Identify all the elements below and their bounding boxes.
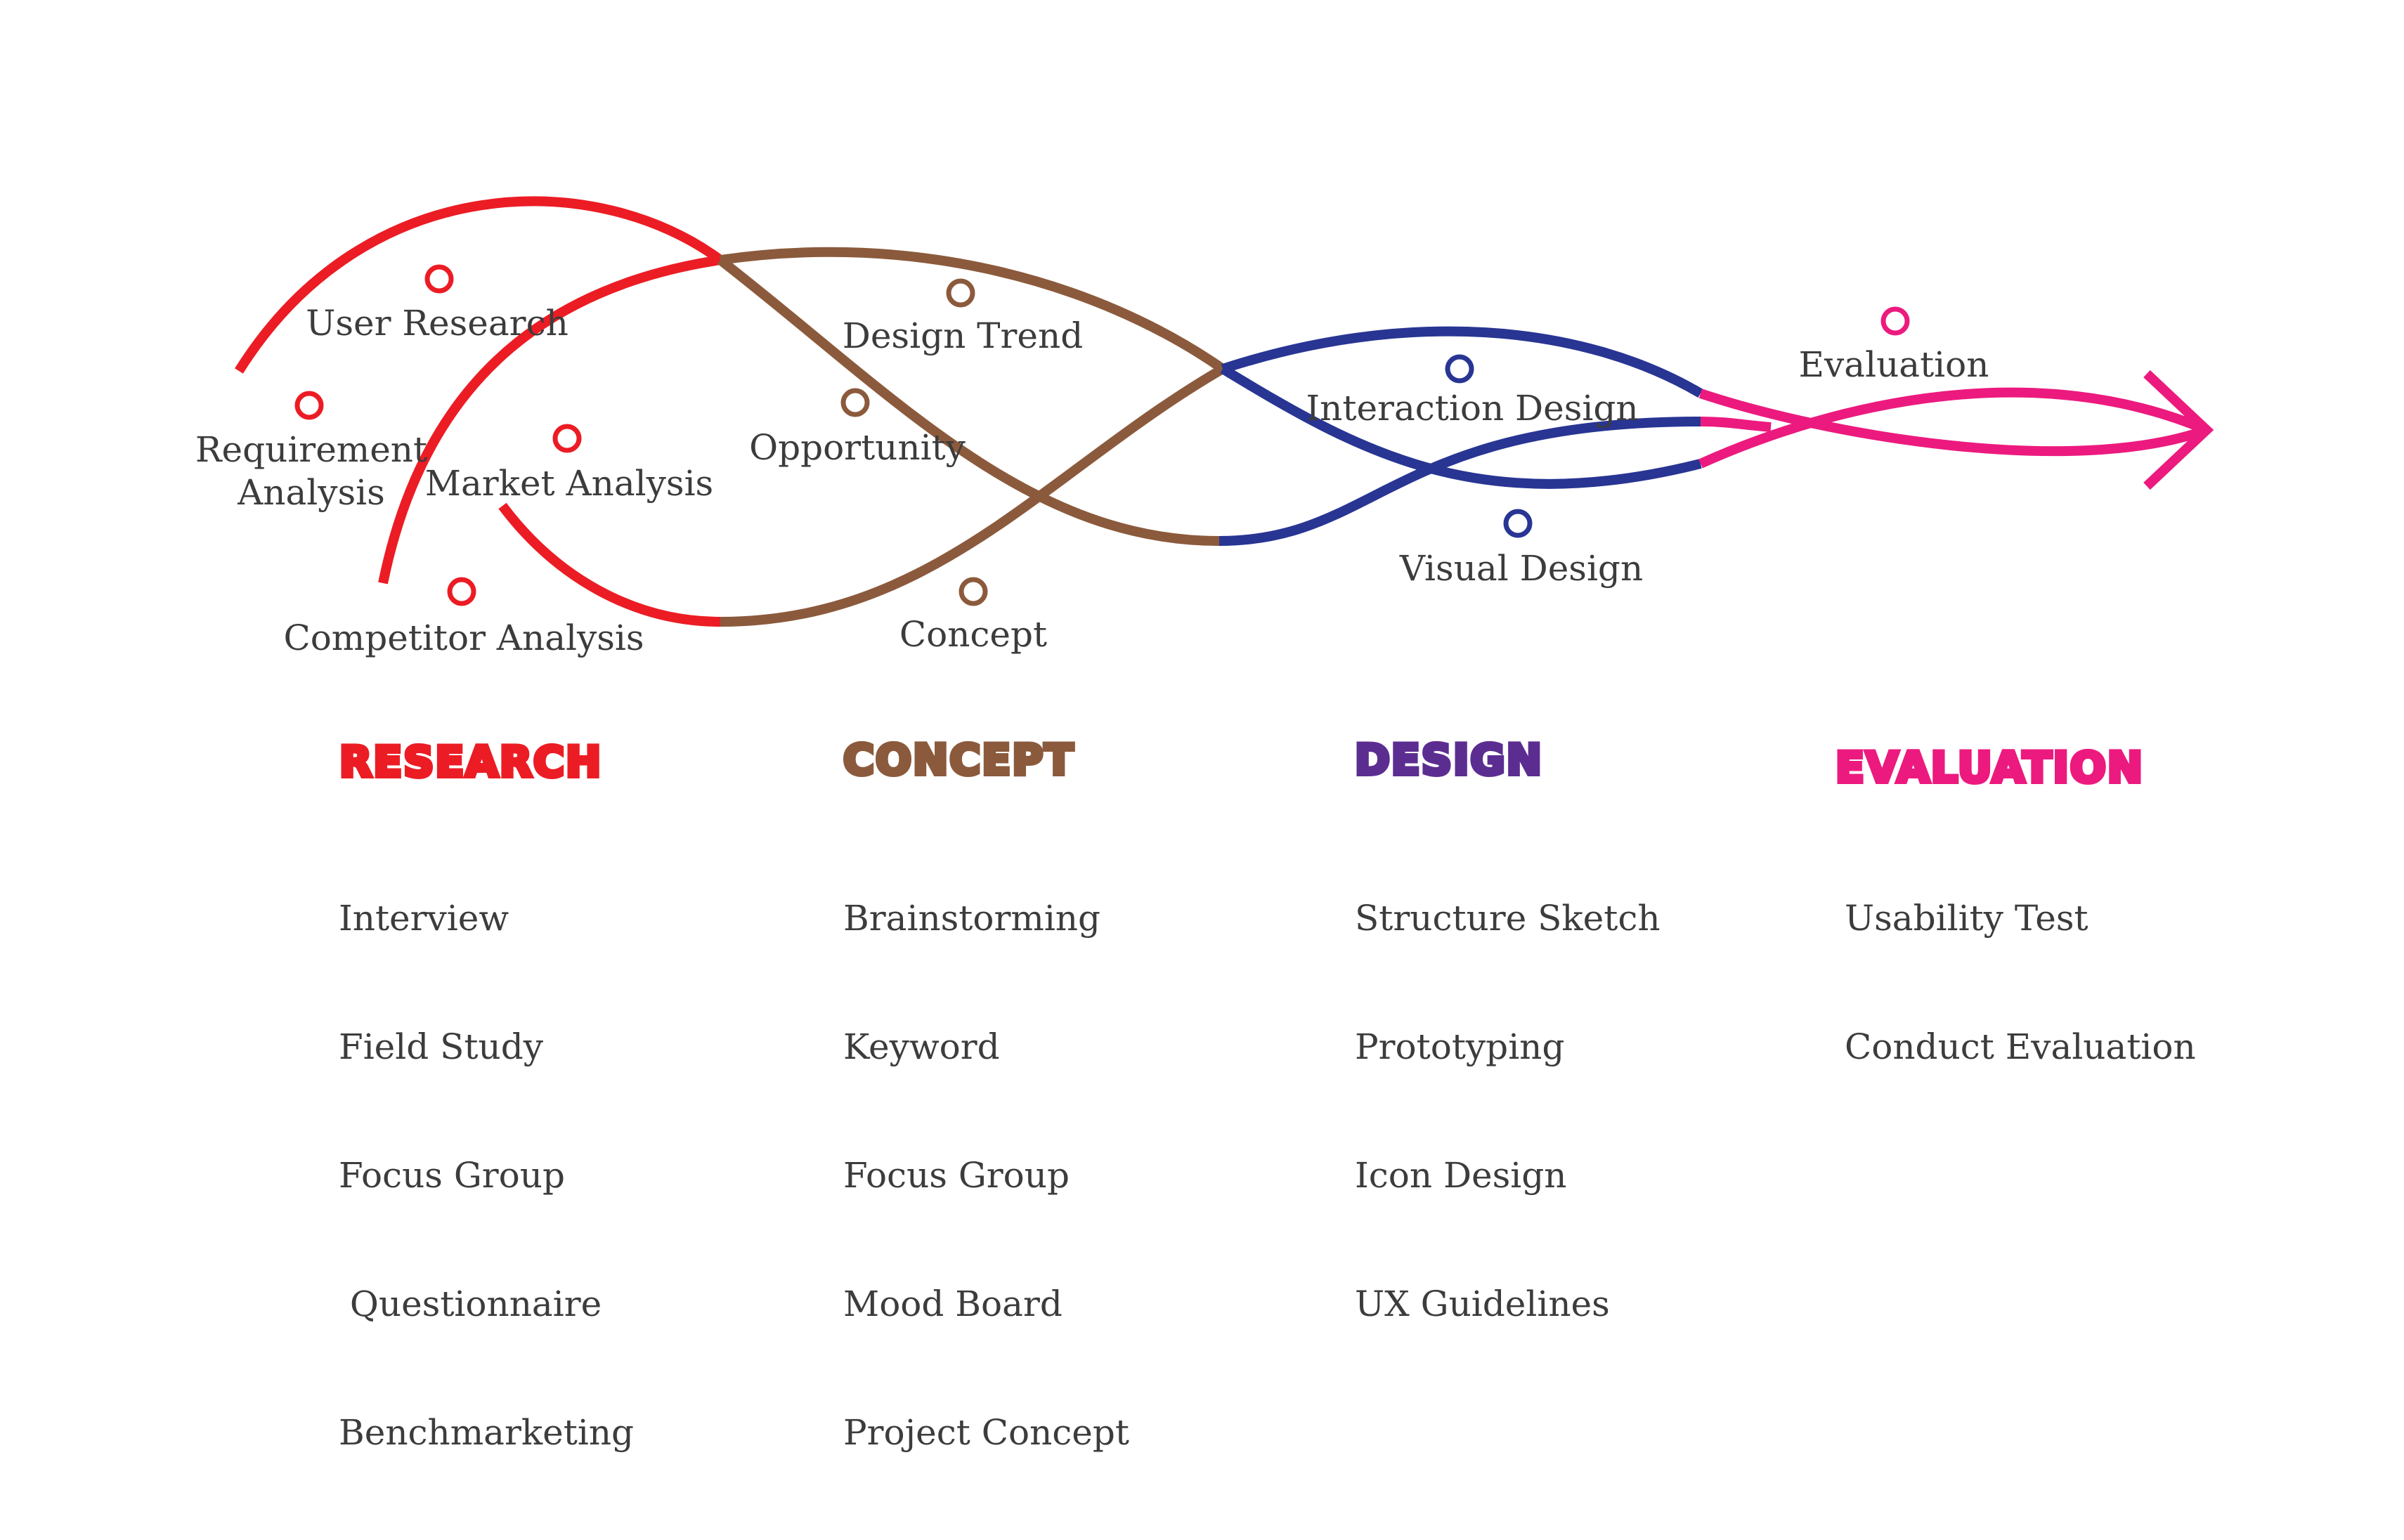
list-item: Keyword (843, 1026, 1000, 1067)
process-diagram: User Research Requirement Analysis Marke… (195, 196, 2214, 1453)
node-marker-evaluation (1880, 306, 1910, 336)
design-title-text: DESIGN (1353, 736, 1544, 785)
phase-title-evaluation: EVALUATION (1833, 743, 2145, 792)
node-label-evaluation: Evaluation (1799, 344, 1989, 385)
list-item: Icon Design (1355, 1155, 1567, 1196)
node-marker-opportunity (840, 388, 870, 417)
list-item: Focus Group (843, 1155, 1070, 1196)
node-marker-interaction-design (1445, 354, 1474, 384)
list-item: Conduct Evaluation (1845, 1026, 2196, 1067)
concept-curve-upper (719, 247, 1226, 373)
evaluation-title-text: EVALUATION (1833, 743, 2145, 792)
list-item: Project Concept (843, 1412, 1129, 1453)
concept-title-text: CONCEPT (841, 736, 1075, 785)
node-marker-user-research (424, 264, 454, 294)
node-label-market-analysis: Market Analysis (425, 463, 713, 504)
list-item: Brainstorming (843, 898, 1101, 939)
process-flow-svg: User Research Requirement Analysis Marke… (195, 196, 2214, 658)
list-item: Focus Group (339, 1155, 565, 1196)
list-item: Questionnaire (339, 1284, 602, 1324)
concept-curve-cross (717, 256, 1220, 546)
phase-title-concept: CONCEPT (841, 736, 1075, 785)
evaluation-methods-list: Usability Test Conduct Evaluation (1845, 811, 2196, 1154)
design-curve-lower (1219, 417, 1701, 546)
node-label-concept: Concept (899, 614, 1047, 655)
evaluation-curve-b (1698, 387, 2209, 469)
node-label-opportunity: Opportunity (749, 427, 966, 468)
node-marker-concept (959, 577, 988, 606)
design-methods-list: Structure Sketch Prototyping Icon Design… (1355, 811, 1661, 1411)
research-title-text: RESEARCH (337, 738, 603, 787)
arrow-head-icon (2143, 370, 2214, 490)
list-item: Interview (339, 898, 509, 939)
node-marker-requirement-analysis (294, 391, 324, 420)
node-marker-competitor-analysis (447, 577, 476, 606)
node-marker-visual-design (1503, 509, 1533, 538)
list-item: UX Guidelines (1355, 1284, 1610, 1324)
research-curve-upper (235, 196, 724, 374)
list-item: Mood Board (843, 1284, 1063, 1324)
phase-title-research: RESEARCH (337, 738, 603, 787)
list-item: Field Study (339, 1026, 543, 1067)
list-item: Usability Test (1845, 898, 2088, 939)
node-marker-market-analysis (552, 424, 582, 453)
node-label-requirement-analysis-1: Requirement (195, 429, 427, 470)
list-item: Benchmarketing (339, 1412, 635, 1453)
node-label-visual-design: Visual Design (1399, 548, 1643, 589)
node-label-competitor-analysis: Competitor Analysis (283, 618, 644, 658)
research-curve-lower (378, 255, 722, 585)
node-label-design-trend: Design Trend (843, 315, 1083, 356)
list-item: Prototyping (1355, 1026, 1565, 1067)
node-label-user-research: User Research (306, 303, 568, 344)
concept-methods-list: Brainstorming Keyword Focus Group Mood B… (843, 811, 1129, 1540)
concept-curve-lower (720, 364, 1226, 627)
node-label-interaction-design: Interaction Design (1306, 388, 1638, 429)
evaluation-curve-a (1698, 389, 2209, 457)
phase-title-design: DESIGN (1353, 736, 1544, 785)
list-item: Structure Sketch (1355, 898, 1661, 939)
evaluation-curve-c (1700, 417, 1772, 432)
design-curve-upper (1221, 326, 1703, 398)
node-marker-design-trend (946, 278, 975, 308)
node-label-requirement-analysis-2: Analysis (237, 472, 385, 513)
research-curve-bottom (498, 502, 721, 627)
research-methods-list: Interview Field Study Focus Group Questi… (339, 811, 634, 1540)
